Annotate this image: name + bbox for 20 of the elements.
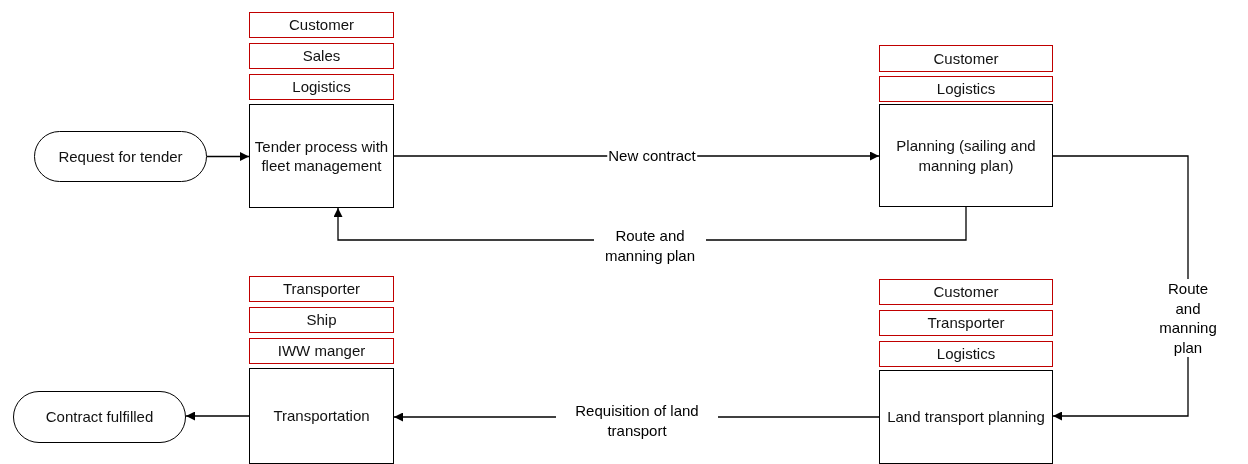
role-tag: Customer: [879, 45, 1053, 72]
arrow: [185, 411, 250, 421]
role-tag: IWW manger: [249, 338, 394, 364]
edge-label: Route and manning plan: [1158, 279, 1218, 357]
role-tag: Customer: [879, 279, 1053, 305]
process-box: Planning (sailing and manning plan): [879, 104, 1053, 207]
role-tag: Logistics: [249, 74, 394, 100]
role-tag: Sales: [249, 43, 394, 69]
role-tag: Ship: [249, 307, 394, 333]
process-box: Land transport planning: [879, 370, 1053, 464]
role-tag: Logistics: [879, 341, 1053, 367]
terminal-node: Contract fulfilled: [13, 391, 186, 443]
role-tag: Transporter: [879, 310, 1053, 336]
process-box: Transportation: [249, 368, 394, 464]
process-box: Tender process with fleet management: [249, 104, 394, 208]
terminal-node: Request for tender: [34, 131, 207, 182]
arrow: [206, 152, 250, 161]
role-tag: Transporter: [249, 276, 394, 302]
role-tag: Customer: [249, 12, 394, 38]
role-tag: Logistics: [879, 76, 1053, 102]
